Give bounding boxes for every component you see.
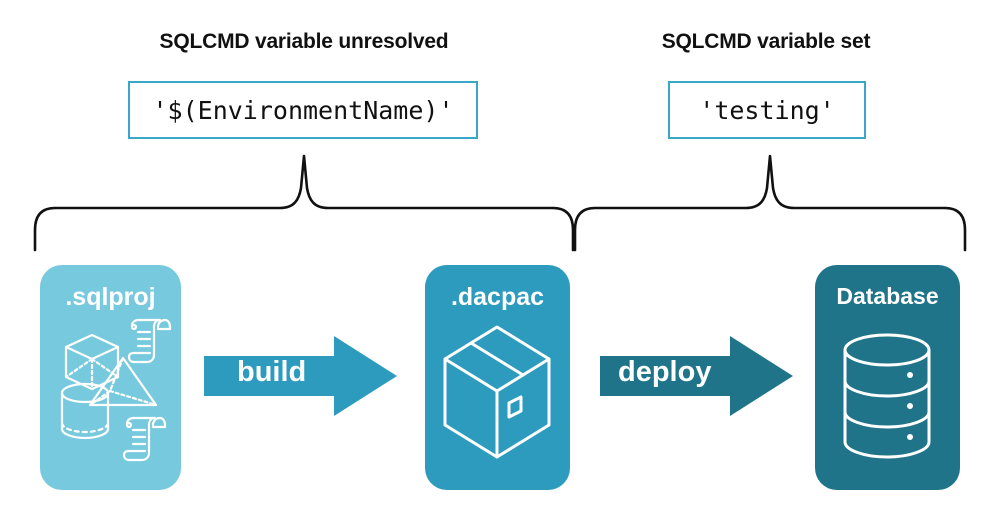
brace-right [570, 150, 970, 259]
heading-sqlcmd-variable-unresolved: SQLCMD variable unresolved [159, 30, 449, 53]
card-sqlproj: .sqlproj [40, 265, 181, 490]
card-dacpac-label: .dacpac [450, 283, 545, 311]
card-database-label: Database [836, 283, 939, 309]
heading-sqlcmd-variable-set: SQLCMD variable set [661, 30, 871, 53]
database-cylinder-icon [843, 333, 931, 459]
package-box-icon [443, 325, 551, 459]
code-box-unresolved-variable: '$(EnvironmentName)' [128, 81, 478, 139]
arrow-build: build [204, 334, 399, 423]
card-dacpac: .dacpac [425, 265, 570, 490]
arrow-right-icon [204, 336, 397, 416]
arrow-build-label: build [237, 356, 307, 388]
card-sqlproj-label: .sqlproj [65, 283, 156, 311]
arrow-deploy-label: deploy [618, 356, 712, 388]
card-database: Database [815, 265, 960, 490]
arrow-right-icon [600, 336, 793, 416]
arrow-deploy: deploy [600, 334, 795, 423]
brace-left-icon [33, 154, 575, 252]
sqlproj-shapes-icon [60, 318, 172, 462]
code-box-resolved-value: 'testing' [668, 81, 866, 139]
brace-right-icon [573, 154, 967, 252]
brace-left [30, 150, 578, 259]
